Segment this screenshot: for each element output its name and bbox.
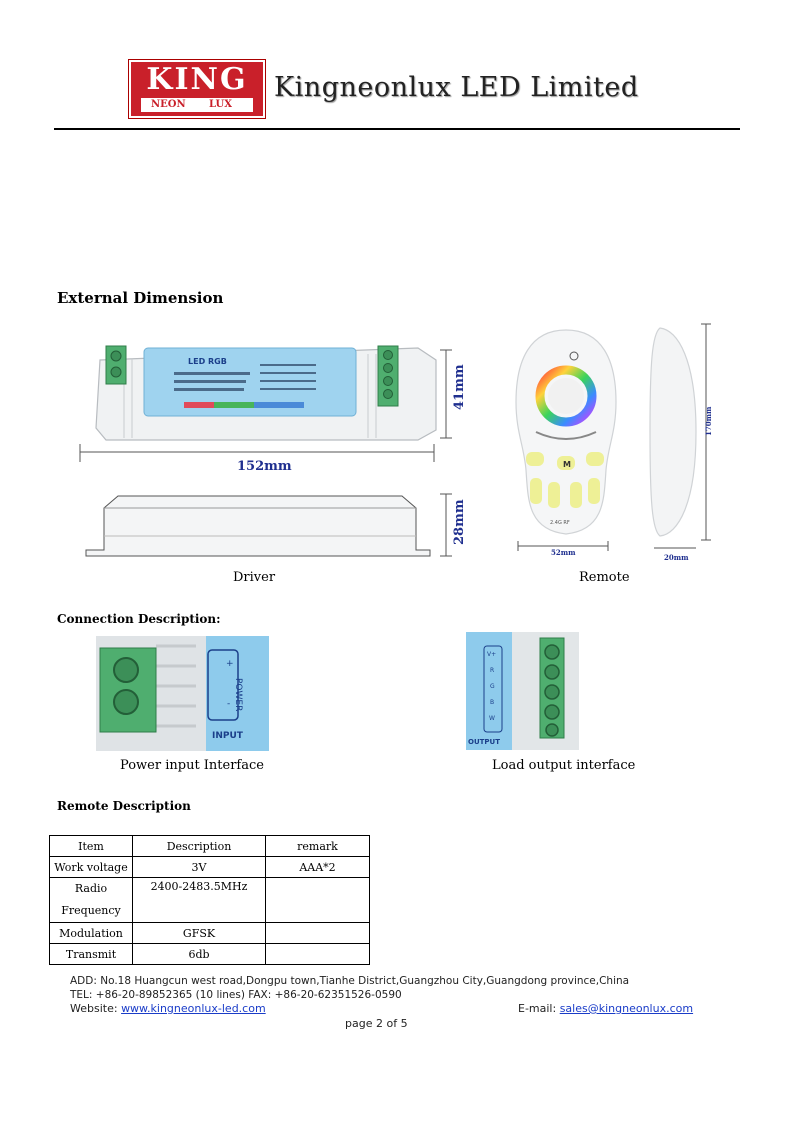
website-label: Website: xyxy=(70,1002,118,1015)
dimension-depth: 28mm xyxy=(452,499,467,545)
load-output-caption: Load output interface xyxy=(492,758,636,773)
logo-neon: NEON xyxy=(151,99,186,110)
svg-text:+: + xyxy=(226,659,234,669)
remote-zone-3 xyxy=(570,482,582,508)
output-label: OUTPUT xyxy=(468,738,500,746)
dimension-width: 152mm xyxy=(237,459,292,474)
table-cell xyxy=(265,877,370,923)
footer-website: Website: www.kingneonlux-led.com xyxy=(70,1002,266,1015)
table-cell: AAA*2 xyxy=(265,856,370,878)
svg-text:V+: V+ xyxy=(487,651,496,658)
remote-button-minus xyxy=(526,452,544,466)
table-cell: 6db xyxy=(132,943,266,965)
table-cell: GFSK xyxy=(132,922,266,944)
table-header-row: Item Description remark xyxy=(49,835,370,857)
page-number: page 2 of 5 xyxy=(345,1017,408,1030)
svg-text:R: R xyxy=(490,667,494,674)
logo-subbar: NEON LUX xyxy=(141,98,253,112)
company-logo: KING NEON LUX xyxy=(129,60,265,118)
driver-brand-label: LED RGB xyxy=(188,357,227,366)
remote-illustration: M 2.4G RF xyxy=(515,323,711,551)
remote-mode-label: M xyxy=(563,460,571,469)
table-cell: Work voltage xyxy=(49,856,133,878)
logo-text: KING xyxy=(146,62,248,97)
power-input-caption: Power input Interface xyxy=(120,758,264,773)
header-divider xyxy=(54,128,740,130)
email-label: E-mail: xyxy=(518,1002,557,1015)
svg-text:W: W xyxy=(489,715,495,722)
email-link[interactable]: sales@kingneonlux.com xyxy=(559,1002,694,1015)
table-row: Transmit 6db xyxy=(49,943,370,965)
logo-lux: LUX xyxy=(209,99,232,110)
load-output-photo: V+ R G B W OUTPUT xyxy=(466,632,579,750)
table-row: Modulation GFSK xyxy=(49,922,370,944)
driver-illustration: LED RGB xyxy=(79,345,452,557)
remote-width-dimension: 52mm xyxy=(551,548,576,557)
svg-text:G: G xyxy=(490,683,495,690)
remote-rf-label: 2.4G RF xyxy=(550,520,570,526)
section-title-connection: Connection Description: xyxy=(57,612,221,626)
company-name: Kingneonlux LED Limited xyxy=(274,72,639,103)
table-cell: Radio Frequency xyxy=(49,877,133,923)
dimension-height: 41mm xyxy=(452,364,467,410)
brightness-slider xyxy=(535,431,597,440)
table-row: Radio Frequency 2400-2483.5MHz xyxy=(49,877,370,923)
table-cell xyxy=(265,943,370,965)
input-label: INPUT xyxy=(212,731,244,741)
power-icon xyxy=(569,351,579,361)
remote-spec-table: Item Description remark Work voltage 3V … xyxy=(49,835,370,965)
remote-zone-2 xyxy=(548,482,560,508)
footer-email: E-mail: sales@kingneonlux.com xyxy=(518,1002,693,1015)
remote-button-mode xyxy=(557,456,575,470)
table-cell xyxy=(265,922,370,944)
table-cell: Modulation xyxy=(49,922,133,944)
driver-caption: Driver xyxy=(233,570,276,585)
remote-button-plus xyxy=(586,452,604,466)
table-row: Work voltage 3V AAA*2 xyxy=(49,856,370,878)
remote-height-dimension: 170mm xyxy=(704,406,713,436)
remote-side-view xyxy=(649,327,697,537)
section-title-external-dimension: External Dimension xyxy=(57,289,224,307)
table-header-item: Item xyxy=(49,835,133,857)
color-wheel xyxy=(535,365,597,427)
remote-caption: Remote xyxy=(579,570,630,585)
svg-text:B: B xyxy=(490,699,494,706)
remote-zone-1 xyxy=(530,478,542,504)
table-header-description: Description xyxy=(132,835,266,857)
remote-zone-4 xyxy=(588,478,600,504)
table-cell: 3V xyxy=(132,856,266,878)
remote-depth-dimension: 20mm xyxy=(664,553,689,562)
footer-address: ADD: No.18 Huangcun west road,Dongpu tow… xyxy=(70,975,630,987)
table-header-remark: remark xyxy=(265,835,370,857)
footer-tel-fax: TEL: +86-20-89852365 (10 lines) FAX: +86… xyxy=(70,989,402,1001)
table-cell: Transmit xyxy=(49,943,133,965)
section-title-remote-description: Remote Description xyxy=(57,799,191,813)
svg-text:-: - xyxy=(227,699,230,709)
power-label: POWER xyxy=(233,678,243,711)
table-cell: 2400-2483.5MHz xyxy=(132,877,266,923)
website-link[interactable]: www.kingneonlux-led.com xyxy=(121,1002,266,1015)
power-input-photo: + - POWER INPUT xyxy=(96,636,269,751)
